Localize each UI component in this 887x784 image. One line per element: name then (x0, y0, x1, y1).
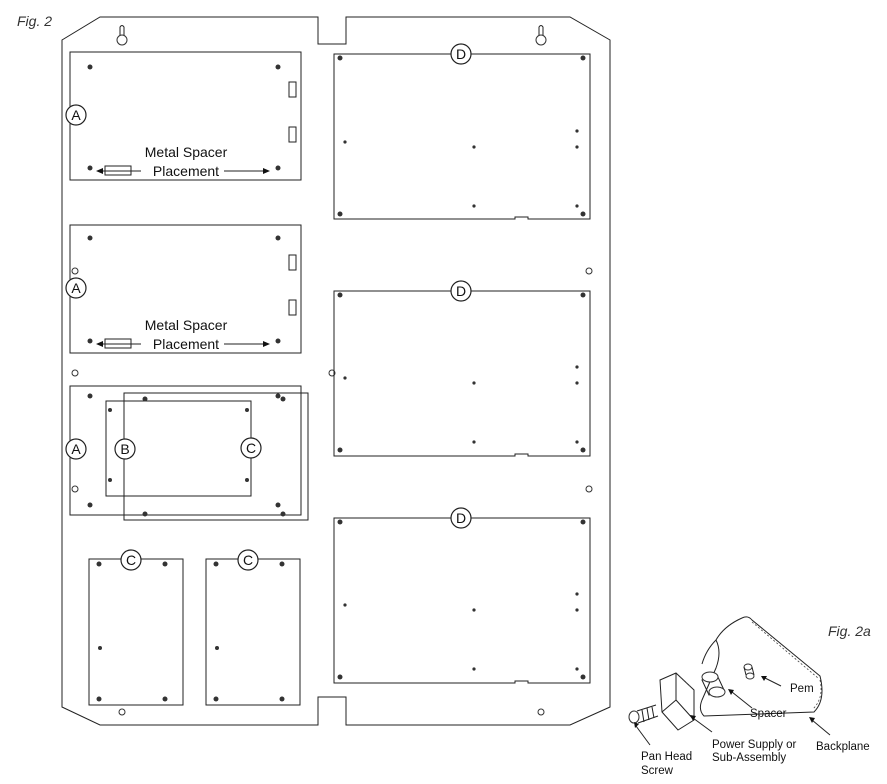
badge-d: D (450, 507, 472, 529)
badge-d: D (450, 43, 472, 65)
module-c-1: C (88, 549, 184, 706)
module-abc-stack: A B C (65, 385, 309, 521)
module-c-overlay (123, 392, 309, 521)
badge-c: C (120, 549, 142, 571)
backplane-fragment (699, 616, 823, 717)
module-c-2: C (205, 549, 301, 706)
spacer-part (701, 671, 726, 698)
module-d-1: D (333, 43, 591, 220)
badge-b: B (114, 438, 136, 460)
callout-power-line2: Sub-Assembly (712, 752, 786, 764)
badge-c: C (240, 437, 262, 459)
callout-backplane: Backplane (816, 741, 870, 753)
svg-text:A: A (71, 280, 81, 296)
callout-spacer: Spacer (750, 708, 787, 720)
callout-pem: Pem (790, 683, 814, 695)
spacer-note-line1: Metal Spacer (145, 317, 228, 333)
module-a-1: A Metal Spacer Placement (65, 51, 302, 181)
badge-a: A (65, 438, 87, 460)
figure-label-main: Fig. 2 (17, 13, 52, 29)
badge-a: A (65, 104, 87, 126)
keyhole-hanger-right (535, 25, 547, 46)
svg-text:D: D (456, 510, 466, 526)
svg-text:A: A (71, 441, 81, 457)
spacer-note-line2: Placement (153, 336, 219, 352)
badge-a: A (65, 277, 87, 299)
backplane-mounting-holes (71, 267, 593, 716)
svg-text:A: A (71, 107, 81, 123)
badge-d: D (450, 280, 472, 302)
spacer-note-line2: Placement (153, 163, 219, 179)
svg-text:C: C (243, 552, 253, 568)
module-a-2: A Metal Spacer Placement (65, 224, 302, 354)
callout-power-line1: Power Supply or (712, 739, 797, 751)
keyhole-hanger-left (116, 25, 128, 46)
mounting-detail-illustration: Pem Spacer Power Supply or Sub-Assembly … (628, 616, 870, 777)
svg-text:D: D (456, 283, 466, 299)
module-d-3: D (333, 507, 591, 684)
figure-label-detail: Fig. 2a (828, 623, 871, 639)
svg-text:C: C (126, 552, 136, 568)
spacer-note-line1: Metal Spacer (145, 144, 228, 160)
power-supply-part (659, 672, 695, 731)
svg-text:C: C (246, 440, 256, 456)
badge-c: C (237, 549, 259, 571)
svg-text:B: B (120, 441, 129, 457)
svg-text:D: D (456, 46, 466, 62)
callout-screw-line2: Screw (641, 765, 674, 777)
module-d-2: D (333, 280, 591, 457)
pan-head-screw-part (628, 704, 659, 724)
pem-part (743, 663, 755, 680)
backplane-outline (61, 16, 611, 726)
callout-screw-line1: Pan Head (641, 751, 692, 763)
